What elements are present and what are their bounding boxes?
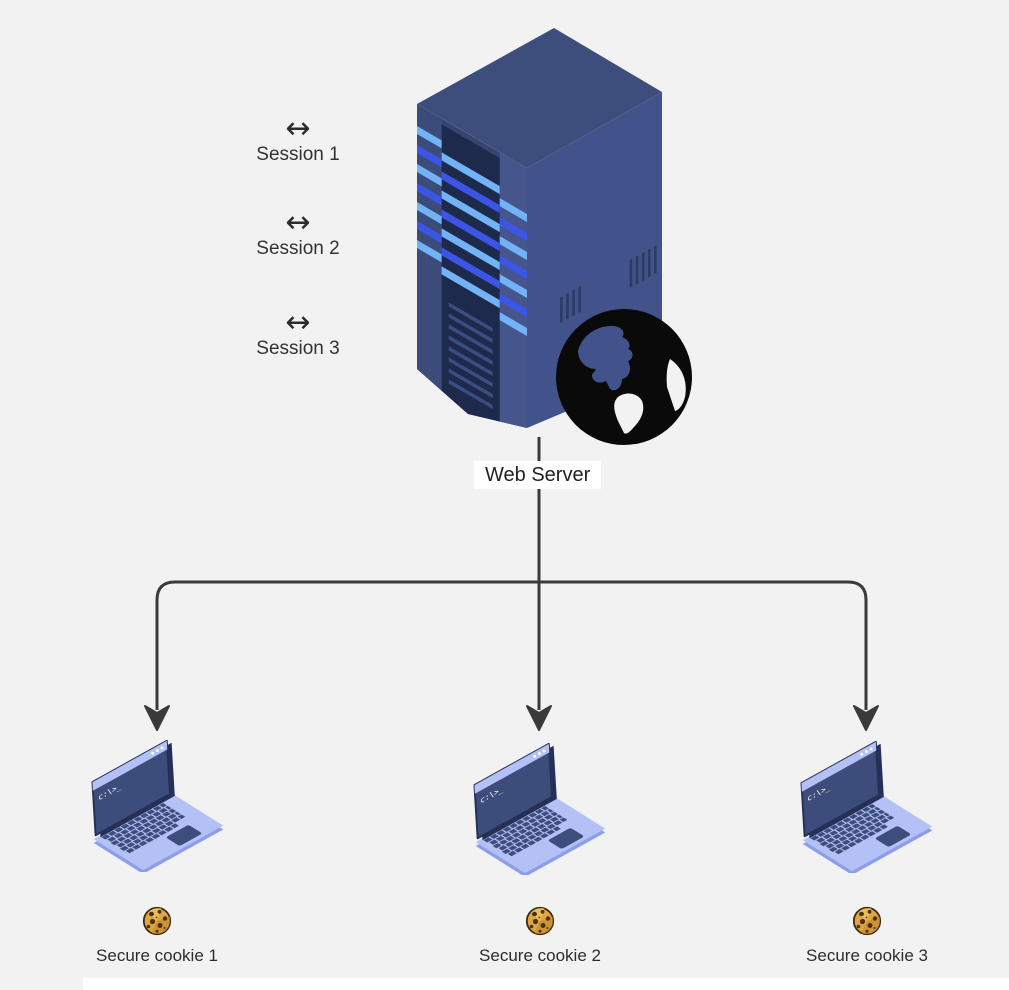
left-right-arrow-icon: ↔ bbox=[285, 205, 311, 240]
cookie-icon-2 bbox=[524, 905, 556, 937]
client-laptop-1 bbox=[80, 727, 235, 872]
cookie-label-1: Secure cookie 1 bbox=[96, 946, 218, 965]
session-2-label: Session 2 bbox=[256, 238, 340, 259]
globe-earth-icon bbox=[556, 309, 692, 445]
connector-lines bbox=[155, 437, 868, 710]
session-2: ↔ Session 2 bbox=[218, 208, 378, 260]
client-laptop-2 bbox=[462, 730, 617, 875]
server-left-face bbox=[417, 104, 527, 428]
server-vents bbox=[448, 302, 493, 410]
connector-branch-left bbox=[155, 580, 539, 710]
connector-branch-right bbox=[539, 580, 868, 710]
cookie-label-3: Secure cookie 3 bbox=[806, 946, 928, 965]
arrowheads bbox=[144, 705, 879, 731]
session-1: ↔ Session 1 bbox=[218, 114, 378, 166]
down-arrowhead-icon-left bbox=[144, 705, 170, 731]
left-right-arrow-icon: ↔ bbox=[285, 111, 311, 146]
bottom-white-strip bbox=[83, 978, 1009, 990]
session-1-label: Session 1 bbox=[256, 144, 340, 165]
web-server-label: Web Server bbox=[474, 461, 602, 489]
session-3: ↔ Session 3 bbox=[218, 308, 378, 360]
session-3-label: Session 3 bbox=[256, 338, 340, 359]
down-arrowhead-icon-right bbox=[853, 705, 879, 731]
cookie-icon-1 bbox=[141, 905, 173, 937]
down-arrowhead-icon-center bbox=[526, 705, 552, 731]
client-laptop-3 bbox=[789, 728, 944, 873]
server-stripes bbox=[417, 126, 527, 336]
cookie-label-2: Secure cookie 2 bbox=[479, 946, 601, 965]
cookie-icon-3 bbox=[851, 905, 883, 937]
server-top-face bbox=[417, 28, 662, 168]
server-side-vents bbox=[560, 244, 657, 324]
left-right-arrow-icon: ↔ bbox=[285, 305, 311, 340]
